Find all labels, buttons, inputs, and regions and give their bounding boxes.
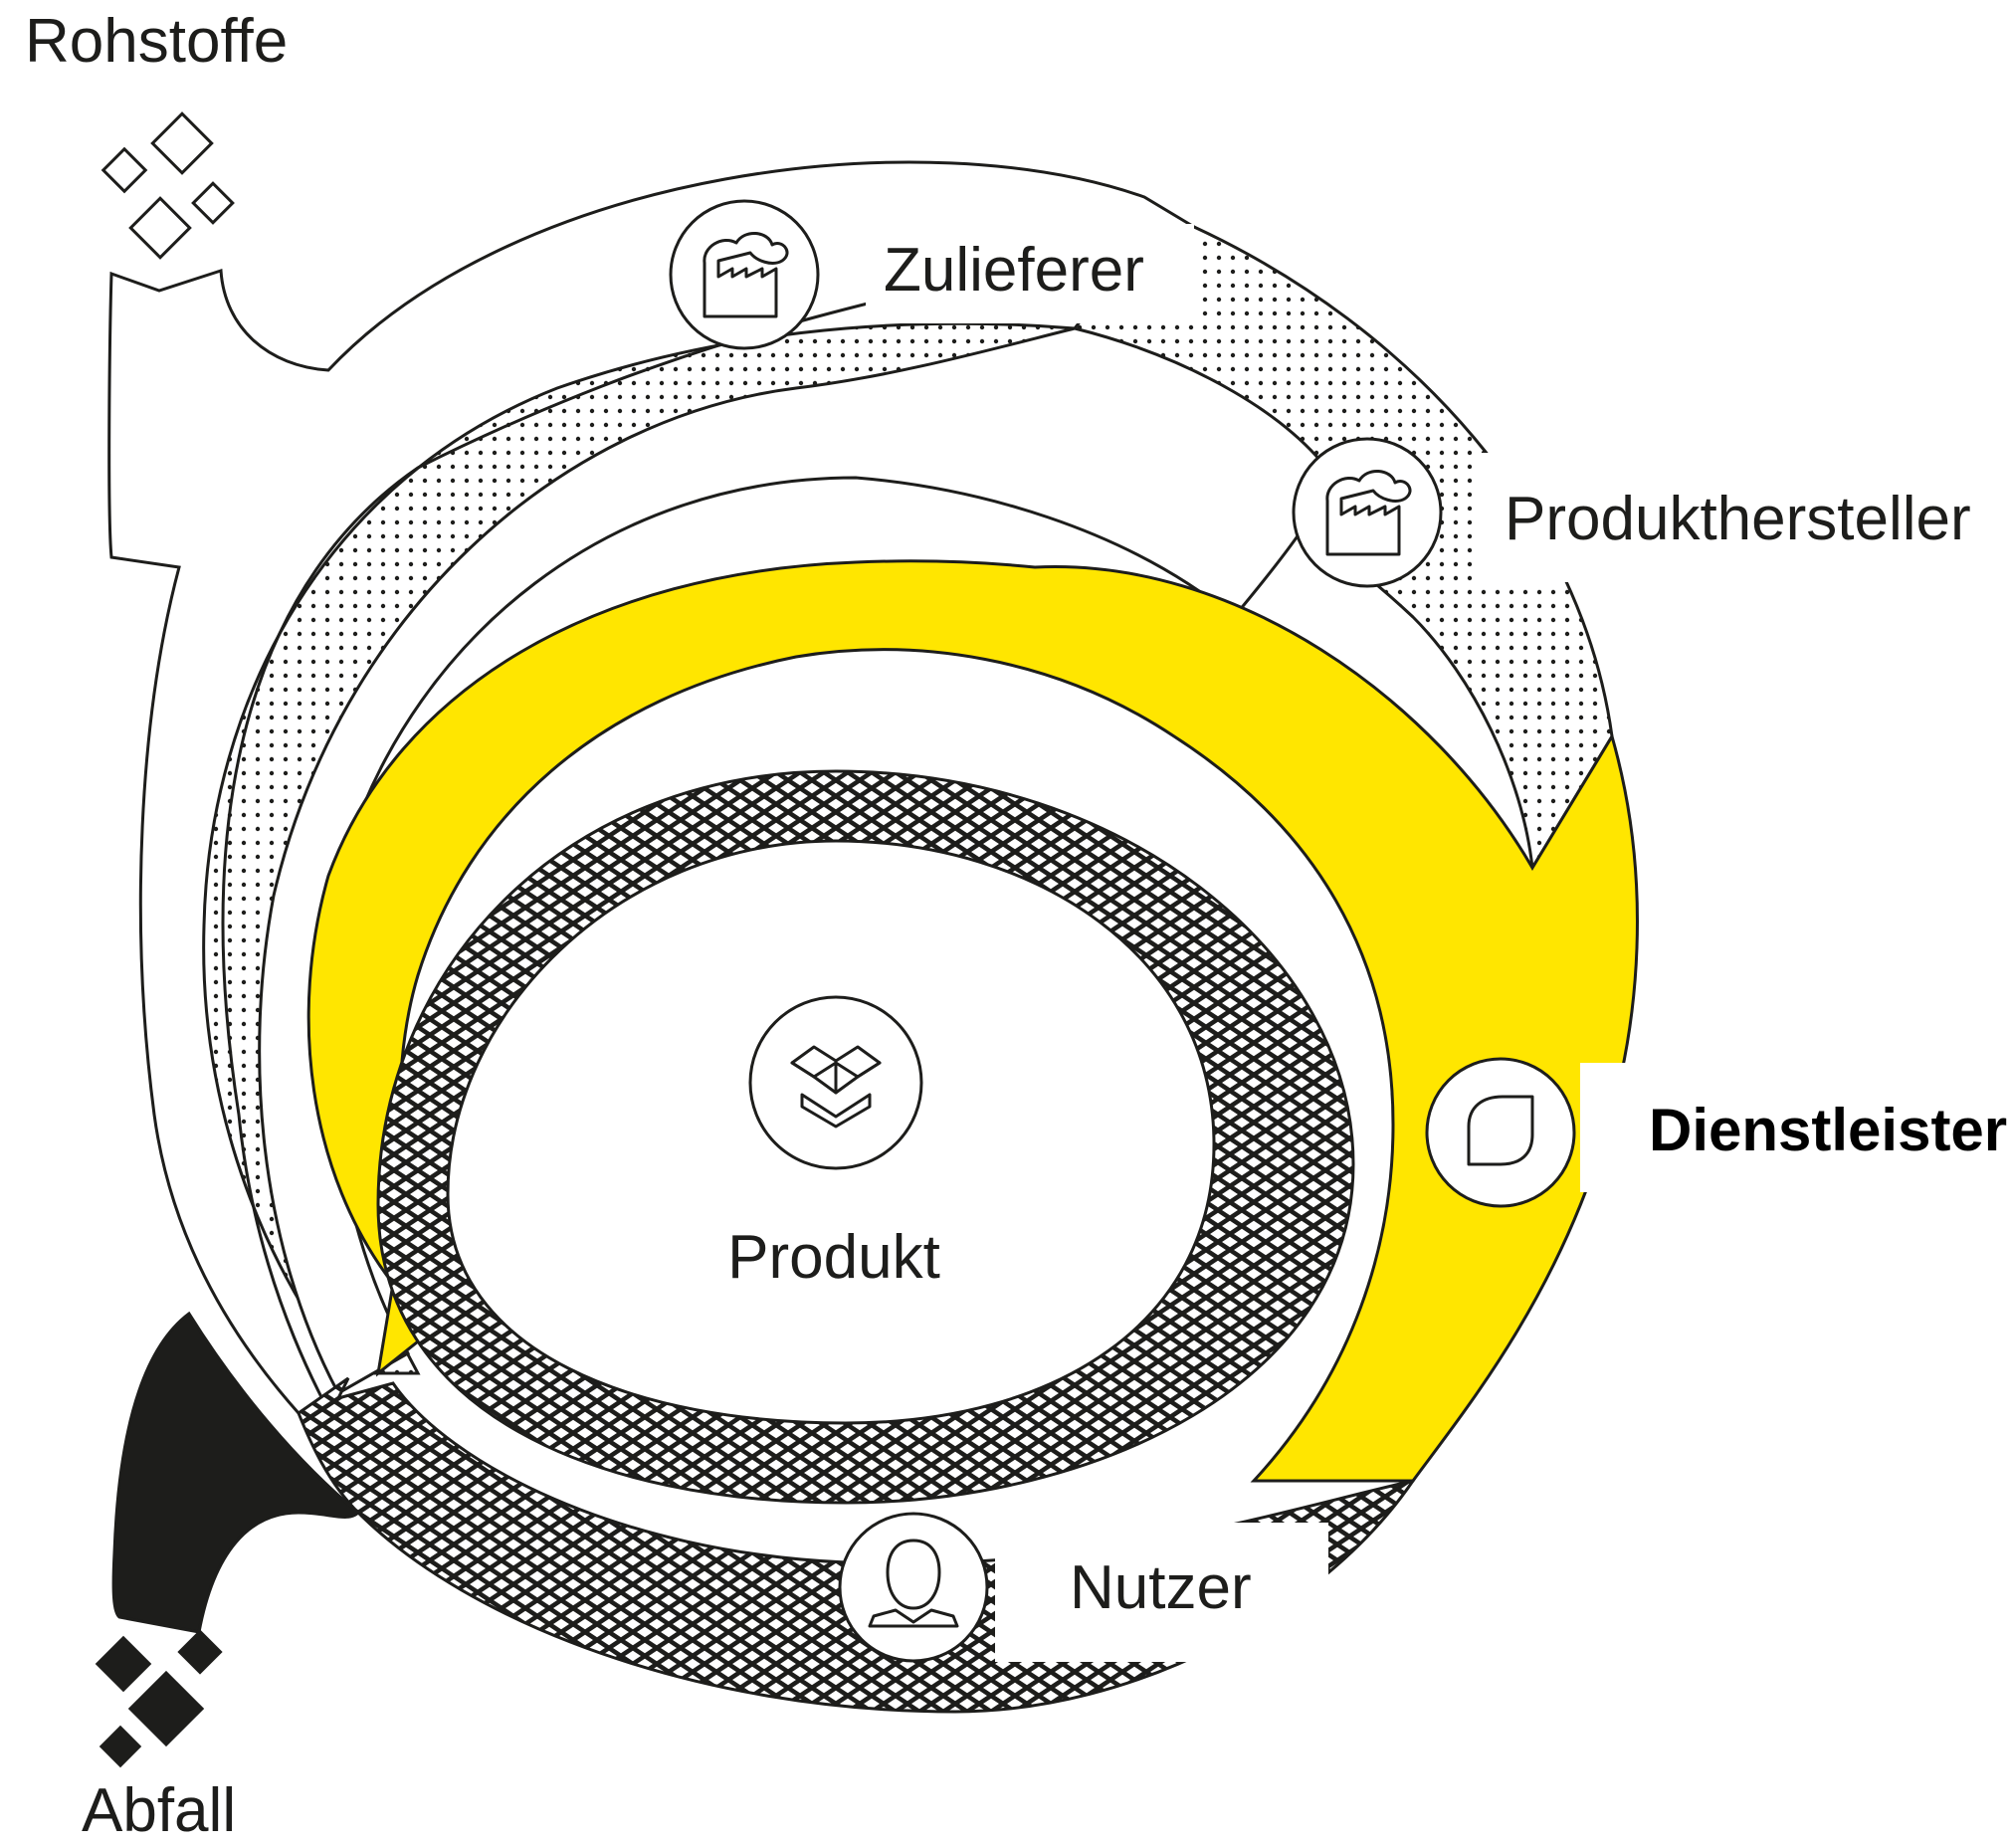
leaf-icon <box>1467 1095 1534 1166</box>
user-icon <box>868 1539 959 1628</box>
open-box-icon <box>790 1045 882 1129</box>
rohstoffe-label: Rohstoffe <box>25 7 288 76</box>
service-provider-ring <box>306 559 1639 1483</box>
nutzer-label-bg <box>995 1523 1328 1662</box>
dienstleister-label: Dienstleister <box>1649 1097 2007 1163</box>
produkthersteller-label: Produkthersteller <box>1505 485 1971 553</box>
produkthersteller-label-bg <box>1473 453 2000 582</box>
produkthersteller-node <box>1292 437 1443 588</box>
factory-icon <box>703 232 789 318</box>
dienstleister-node <box>1425 1057 1576 1208</box>
produkt-node <box>748 995 923 1170</box>
zulieferer-node <box>669 199 820 350</box>
zulieferer-label-bg <box>866 224 1194 323</box>
raw-materials-icon <box>101 111 235 260</box>
waste-icon <box>95 1629 223 1768</box>
zulieferer-label: Zulieferer <box>884 236 1144 305</box>
abfall-label: Abfall <box>82 1776 236 1845</box>
produkt-label: Produkt <box>727 1223 940 1292</box>
waste-outflow <box>111 1311 361 1634</box>
nutzer-node <box>838 1512 989 1663</box>
nutzer-label: Nutzer <box>1070 1553 1252 1622</box>
user-ring <box>376 769 1355 1505</box>
factory-icon <box>1325 470 1412 556</box>
dienstleister-label-bg <box>1580 1063 2008 1192</box>
